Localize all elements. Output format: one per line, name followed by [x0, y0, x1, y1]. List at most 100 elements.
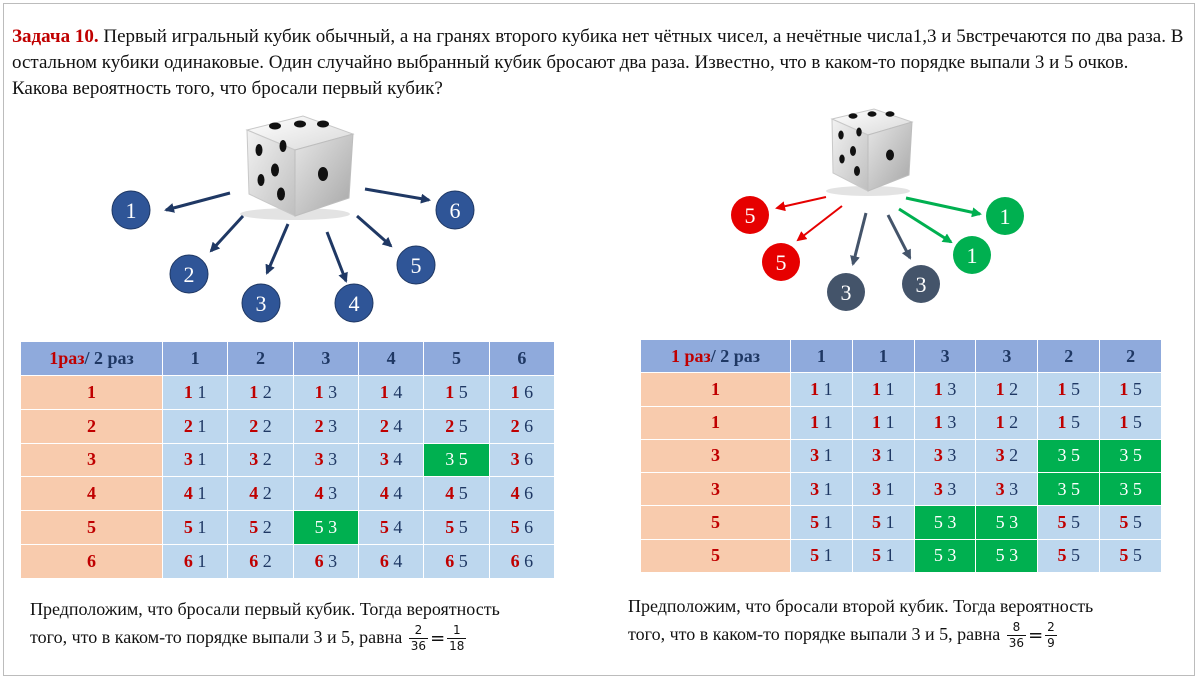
outcome-cell: 5 5	[1099, 538, 1162, 574]
fraction-denominator: 9	[1047, 636, 1055, 651]
first-roll-value: 4	[314, 483, 324, 504]
second-roll-value: 5	[1132, 378, 1142, 399]
second-roll-value: 3	[328, 449, 338, 470]
outcome-cell: 6 3	[292, 544, 359, 579]
outcome-cell: 1 5	[1037, 405, 1101, 440]
outcome-cell: 4 5	[423, 476, 490, 512]
first-roll-value: 5	[1119, 545, 1129, 566]
outcome-cell: 5 1	[790, 505, 853, 540]
first-roll-value: 6	[445, 551, 455, 572]
first-roll-value: 5	[1057, 512, 1067, 533]
first-roll-value: 1	[1057, 412, 1067, 433]
outcome-cell: 5 5	[423, 510, 490, 546]
first-roll-value: 4	[379, 483, 389, 504]
first-roll-value: 3	[871, 445, 881, 466]
die1-face-label: 2	[184, 262, 195, 287]
column-header: 2	[1037, 338, 1101, 374]
outcome-cell: 1 5	[423, 374, 490, 410]
outcome-cell: 1 4	[357, 374, 425, 410]
first-roll-value: 3	[1057, 445, 1067, 466]
highlighted-outcome-cell: 3 5	[1037, 472, 1101, 507]
die2-face-circle: 1	[953, 236, 991, 274]
first-roll-value: 3	[510, 449, 520, 470]
die2-face-circle: 5	[731, 196, 769, 234]
first-roll-value: 3	[1119, 478, 1129, 499]
first-roll-value: 6	[379, 551, 389, 572]
first-roll-value: 3	[183, 449, 193, 470]
first-roll-value: 4	[510, 483, 520, 504]
column-header: 1	[161, 341, 229, 376]
second-roll-value: 4	[393, 381, 403, 402]
first-roll-value: 5	[183, 517, 193, 538]
first-roll-value: 5	[249, 517, 259, 538]
column-header: 6	[488, 341, 556, 376]
first-roll-value: 2	[249, 415, 259, 436]
second-roll-value: 5	[1070, 378, 1080, 399]
first-roll-value: 5	[1057, 545, 1067, 566]
second-roll-value: 3	[1009, 545, 1019, 566]
first-roll-value: 1	[1119, 412, 1129, 433]
conclusion-line: Предположим, что бросали второй кубик. Т…	[628, 596, 1094, 616]
outcome-cell: 6 2	[227, 544, 294, 579]
second-roll-value: 3	[328, 415, 338, 436]
second-roll-value: 5	[1132, 545, 1142, 566]
die2-face-circle: 5	[762, 243, 800, 281]
row-header: 3	[640, 438, 791, 474]
outcome-cell: 4 6	[488, 476, 556, 512]
column-header: 3	[975, 338, 1039, 374]
second-roll-value: 1	[197, 449, 207, 470]
outcome-cell: 3 1	[790, 438, 853, 474]
first-roll-value: 2	[183, 415, 193, 436]
highlighted-outcome-cell: 3 5	[1099, 438, 1162, 474]
first-roll-value: 3	[933, 445, 943, 466]
outcome-cell: 1 3	[913, 372, 977, 407]
outcome-cell: 6 6	[488, 544, 556, 579]
highlighted-outcome-cell: 5 3	[913, 538, 977, 574]
die-image-right	[826, 108, 914, 196]
die1-face-circle: 3	[241, 283, 281, 323]
problem-text: Первый игральный кубик обычный, а на гра…	[12, 26, 1184, 99]
column-header: 5	[423, 341, 490, 376]
first-roll-value: 5	[445, 517, 455, 538]
second-roll-value: 3	[328, 381, 338, 402]
first-roll-value: 3	[1119, 445, 1129, 466]
outcome-cell: 3 2	[227, 442, 294, 478]
column-header: 1	[851, 338, 915, 374]
outcome-cell: 3 3	[292, 442, 359, 478]
first-roll-value: 6	[510, 551, 520, 572]
equals-sign: =	[1028, 624, 1044, 646]
first-roll-value: 3	[995, 478, 1005, 499]
die1-face-label: 5	[411, 253, 422, 278]
highlighted-outcome-cell: 5 3	[975, 538, 1039, 574]
column-header: 1	[790, 338, 853, 374]
first-roll-value: 5	[810, 545, 820, 566]
second-roll-value: 4	[393, 551, 403, 572]
first-roll-value: 5	[314, 517, 324, 538]
second-roll-value: 1	[823, 545, 833, 566]
second-roll-value: 5	[458, 381, 468, 402]
second-roll-value: 6	[524, 551, 534, 572]
first-roll-value: 1	[379, 381, 389, 402]
first-roll-value: 3	[995, 445, 1005, 466]
outcome-cell: 2 2	[227, 408, 294, 444]
first-roll-value: 1	[314, 381, 324, 402]
fraction-denominator: 18	[449, 639, 465, 654]
fraction-numerator: 2	[408, 623, 429, 640]
outcome-cell: 4 4	[357, 476, 425, 512]
outcome-cell: 5 1	[161, 510, 229, 546]
first-roll-value: 5	[995, 512, 1005, 533]
first-roll-value: 1	[933, 378, 943, 399]
outcome-cell: 1 5	[1099, 405, 1162, 440]
second-roll-value: 5	[458, 483, 468, 504]
second-roll-value: 2	[1009, 445, 1019, 466]
second-roll-value: 1	[823, 412, 833, 433]
die-image-left	[240, 115, 355, 220]
row-header: 5	[640, 505, 791, 540]
conclusion-line: того, что в каком-то порядке выпали 3 и …	[30, 627, 403, 647]
outcome-cell: 5 1	[851, 505, 915, 540]
